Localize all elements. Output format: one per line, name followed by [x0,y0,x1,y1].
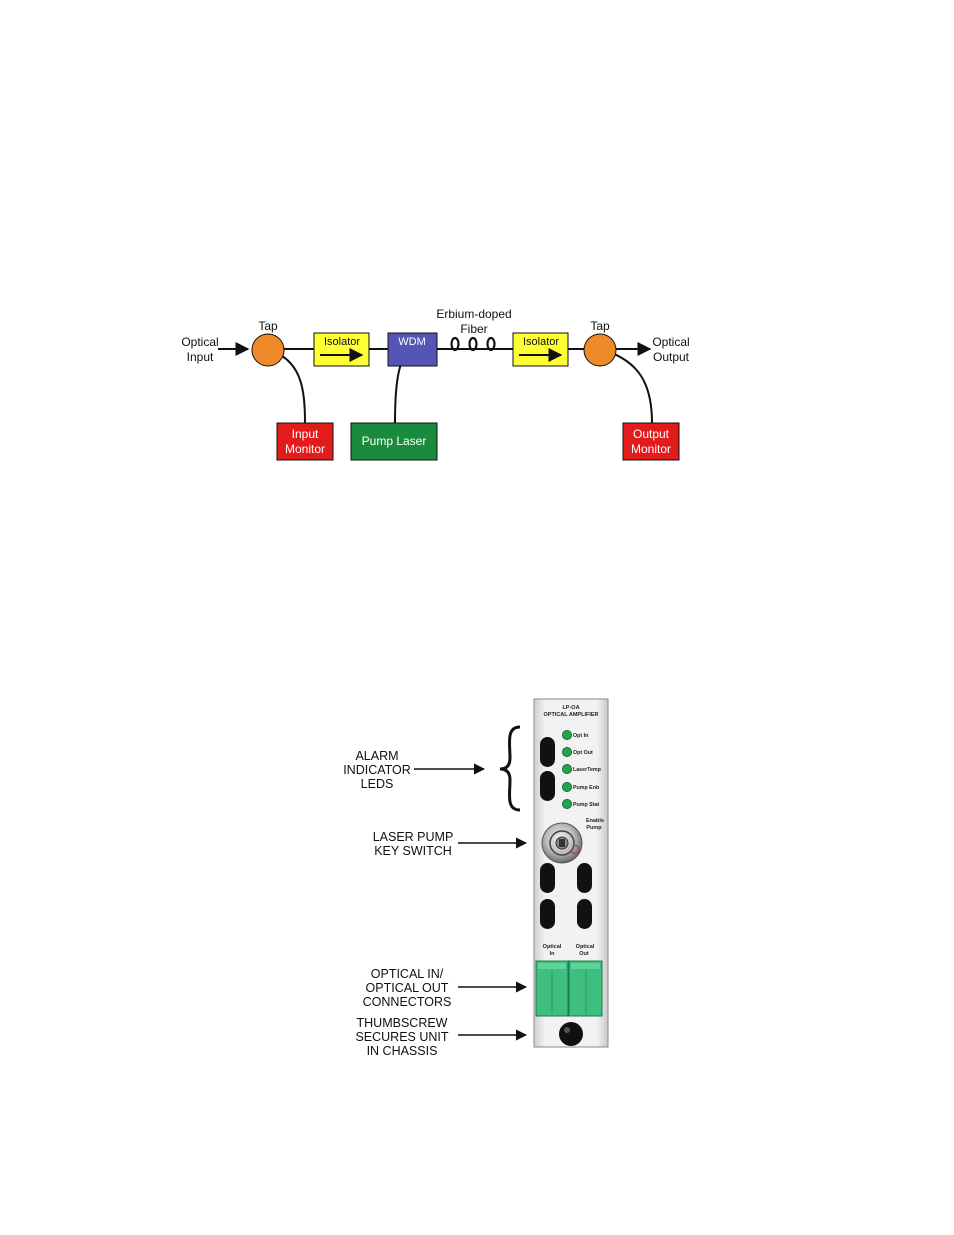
wdm-label: WDM [398,336,426,348]
led-pump-stat [562,799,573,810]
output-monitor-label-2: Monitor [631,442,671,456]
callout-connectors: OPTICAL IN/ OPTICAL OUT CONNECTORS [363,967,528,1009]
edfa-block-diagram: Optical Input Tap Tap Isolator Isolator … [181,307,690,461]
callout-alarm-3: LEDS [361,777,394,791]
vent-slot [540,737,555,767]
curly-brace-icon [499,725,521,812]
isolator-right-label: Isolator [523,336,559,348]
tap-left-label: Tap [258,319,278,333]
callout-alarm-1: ALARM [355,749,398,763]
output-monitor-label-1: Output [633,427,670,441]
tap-right-label: Tap [590,319,610,333]
panel-model: LP-OA [562,705,579,711]
callout-alarm-2: INDICATOR [343,763,411,777]
callout-thumb-2: SECURES UNIT [355,1030,448,1044]
vent-slot [540,899,555,929]
callout-thumbscrew: THUMBSCREW SECURES UNIT IN CHASSIS [355,1016,528,1058]
led-opt-in [562,730,573,741]
key-label-2: Pump [586,825,602,831]
pump-laser-label: Pump Laser [362,434,427,448]
led-group: Opt In Opt Out LaserTemp Pump Enb Pump S… [562,730,602,810]
panel-name: OPTICAL AMPLIFIER [544,712,599,718]
callout-thumb-3: IN CHASSIS [367,1044,438,1058]
led-label-pump-enb: Pump Enb [573,785,600,791]
port-out-label-2: Out [579,951,589,957]
callout-alarm-leds: ALARM INDICATOR LEDS [343,725,521,812]
tap-left-circle [251,333,285,367]
optical-input-label-1: Optical [181,335,218,349]
callout-conn-1: OPTICAL IN/ [371,967,444,981]
optical-out-connector[interactable] [568,960,603,1017]
optical-output-label-2: Output [653,350,690,364]
led-label-laser-temp: LaserTemp [573,767,602,773]
fiber-label-2: Fiber [460,322,487,336]
led-laser-temp [562,764,573,775]
isolator-left-label: Isolator [324,336,360,348]
fiber-label-1: Erbium-doped [436,307,511,321]
led-opt-out [562,747,573,758]
port-out-label-1: Optical [576,944,595,950]
optical-in-connector[interactable] [535,960,569,1017]
amplifier-module: LP-OA OPTICAL AMPLIFIER Opt In Opt Out L… [533,698,609,1048]
led-label-pump-stat: Pump Stat [573,802,599,808]
fiber-coil-icon [450,336,496,352]
vent-slot [540,863,555,893]
optical-input-label-2: Input [187,350,214,364]
thumbscrew-icon[interactable] [559,1022,583,1046]
pump-laser-box [350,422,438,461]
vent-slot [540,771,555,801]
callout-key-1: LASER PUMP [373,830,454,844]
front-panel-diagram: ALARM INDICATOR LEDS LASER PUMP KEY SWIT… [343,698,609,1058]
led-label-opt-in: Opt In [573,733,588,739]
input-monitor-box [276,422,334,461]
callout-key-switch: LASER PUMP KEY SWITCH [373,830,528,858]
callout-key-2: KEY SWITCH [374,844,452,858]
wdm-box [387,332,438,367]
led-pump-enb [562,782,573,793]
tap-right-circle [583,333,617,367]
input-monitor-label-1: Input [292,427,319,441]
key-switch-icon[interactable] [541,822,583,864]
output-monitor-box [622,422,680,461]
callout-conn-3: CONNECTORS [363,995,452,1009]
key-label-1: Enable [586,818,604,824]
vent-slot [577,899,592,929]
port-in-label-1: Optical [543,944,562,950]
vent-slot [577,863,592,893]
input-monitor-label-2: Monitor [285,442,325,456]
callout-conn-2: OPTICAL OUT [366,981,449,995]
optical-output-label-1: Optical [652,335,689,349]
port-in-label-2: In [550,951,556,957]
callout-thumb-1: THUMBSCREW [357,1016,448,1030]
led-label-opt-out: Opt Out [573,750,593,756]
